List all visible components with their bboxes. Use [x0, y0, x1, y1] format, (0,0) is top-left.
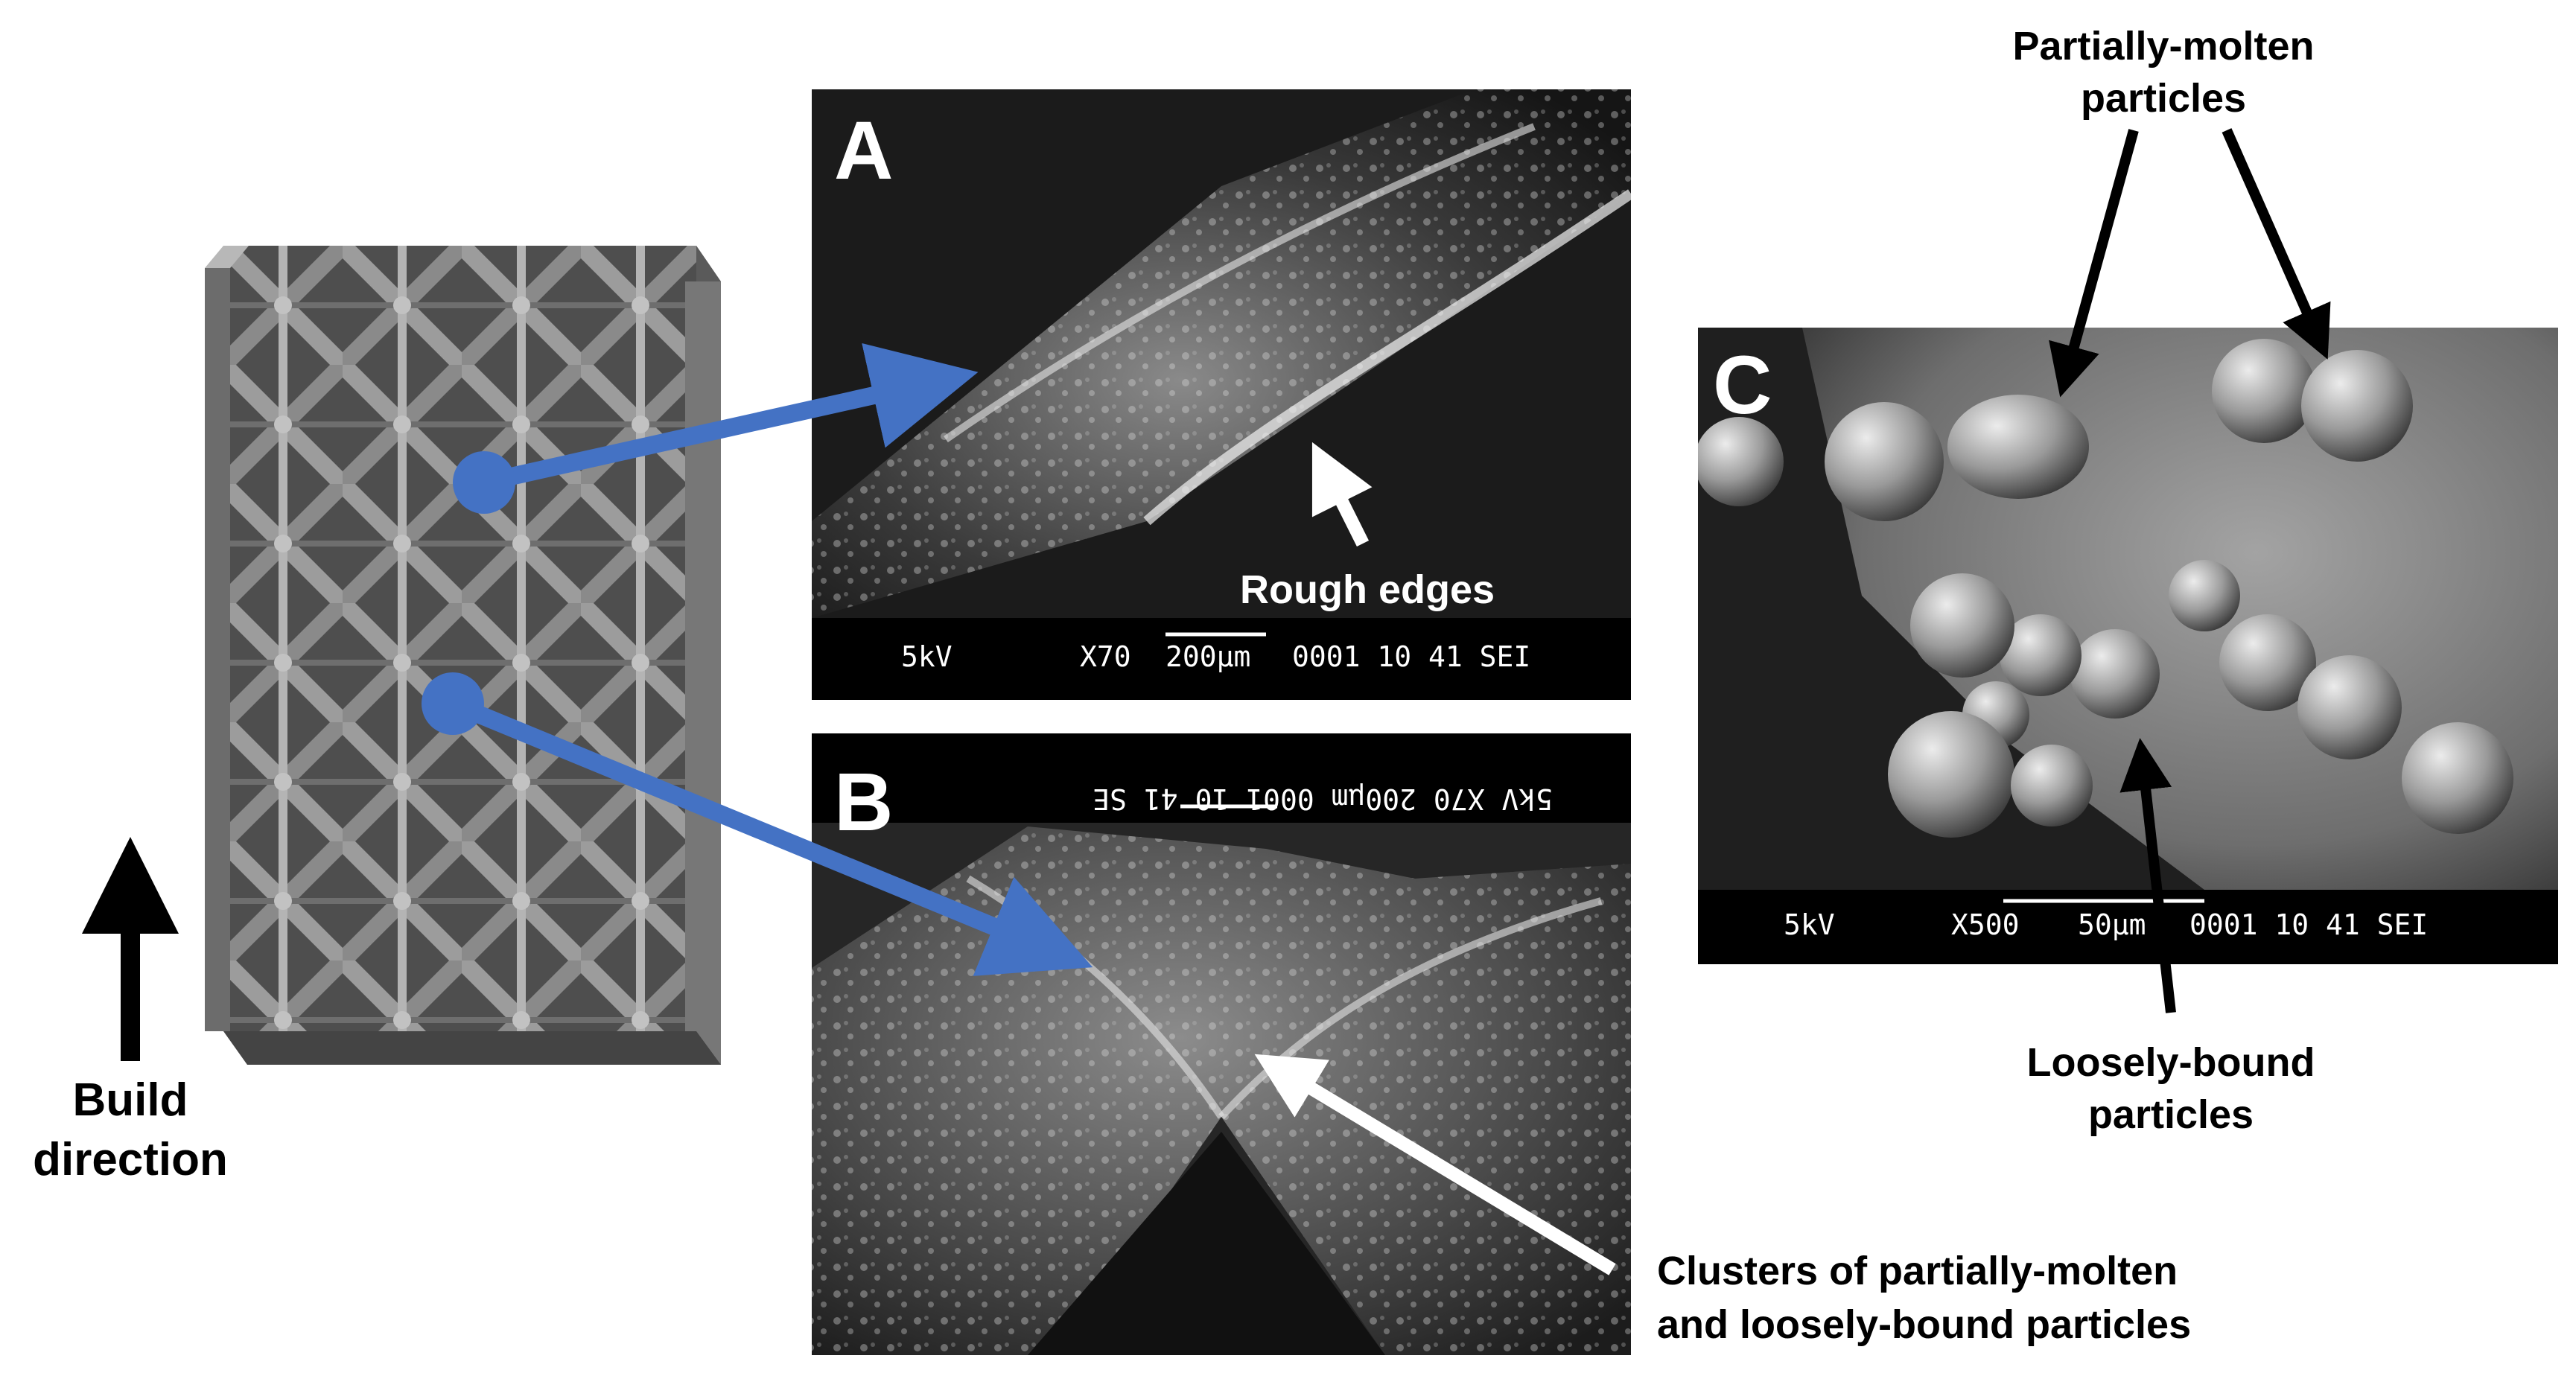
rough-edges-label: Rough edges — [1240, 567, 1495, 612]
panel-c-letter: C — [1713, 340, 1772, 431]
loosely-bound-label-line1: Loosely-bound — [2027, 1040, 2315, 1085]
sem-c-kv: 5kV — [1784, 908, 1835, 941]
partially-molten-label-line2: particles — [2081, 76, 2246, 121]
sem-a-scale: 200µm — [1165, 640, 1250, 673]
sem-panel-a-info-bar — [812, 618, 1631, 700]
panel-a-letter: A — [834, 105, 893, 197]
clusters-label-line1: Clusters of partially-molten — [1657, 1249, 2178, 1293]
sem-c-magnification: X500 — [1951, 908, 2020, 941]
sem-b-mirrored-info: 5kV X70 200µm 0001 10 41 SE — [1093, 783, 1553, 815]
sem-a-magnification: X70 — [1080, 640, 1131, 673]
partially-molten-label-line1: Partially-molten — [2012, 24, 2314, 69]
connector-to-panel-b — [422, 672, 1093, 976]
loosely-bound-label-line2: particles — [2088, 1092, 2254, 1137]
partially-molten-arrows — [2049, 128, 2331, 398]
build-direction-label-line1: Build — [73, 1074, 188, 1126]
rough-edges-arrow — [1311, 442, 1373, 547]
sem-a-code: 0001 10 41 SEI — [1292, 640, 1530, 673]
sem-a-kv: 5kV — [901, 640, 953, 673]
svg-text:5kV X70 200µm 0001 10 41 SE: 5kV X70 200µm 0001 10 41 SE — [1093, 783, 1553, 815]
panel-b-letter: B — [834, 756, 893, 848]
clusters-arrow — [1254, 1054, 1616, 1275]
sem-c-scale: 50µm — [2078, 908, 2146, 941]
sem-panel-b — [812, 733, 1631, 1355]
sem-panel-a — [812, 89, 1631, 618]
clusters-label-line2: and loosely-bound particles — [1657, 1302, 2191, 1347]
sem-c-code: 0001 10 41 SEI — [2189, 908, 2428, 941]
sem-panel-c — [1698, 328, 2558, 890]
build-direction-label-line2: direction — [33, 1134, 228, 1185]
lattice-scaffold-illustration — [205, 246, 721, 1065]
loosely-bound-arrow — [2119, 738, 2176, 1013]
connector-to-panel-a — [453, 343, 979, 514]
